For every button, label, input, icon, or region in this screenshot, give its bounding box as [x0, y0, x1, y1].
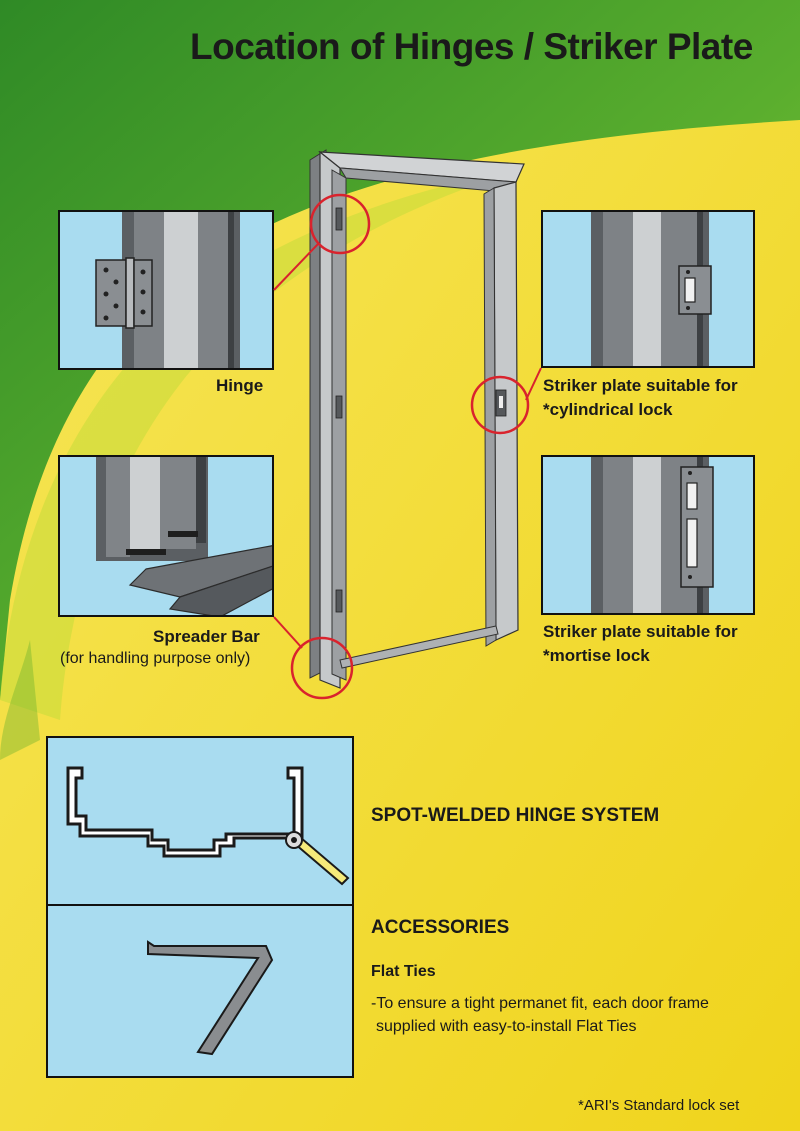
- hinge-detail-panel: [58, 210, 274, 370]
- striker-cylindrical-caption-line1: Striker plate suitable for: [543, 376, 738, 395]
- page-title: Location of Hinges / Striker Plate: [190, 26, 753, 67]
- spreader-bar-note: (for handling purpose only): [60, 650, 251, 667]
- hinge-caption: Hinge: [216, 376, 264, 395]
- footnote: *ARI's Standard lock set: [578, 1097, 740, 1114]
- hinge-callout-line: [273, 243, 319, 291]
- flat-ties-title: Flat Ties: [371, 963, 436, 980]
- flat-tie-icon: [147, 940, 274, 1056]
- hinge-highlight-circle: [309, 193, 371, 255]
- accessories-title: ACCESSORIES: [371, 917, 510, 938]
- spreader-highlight-circle: [290, 636, 354, 700]
- spreader-bar-caption: Spreader Bar: [153, 627, 260, 646]
- spreader-bar-icon: [96, 457, 272, 615]
- spreader-bar-panel: [58, 455, 274, 617]
- spot-welded-hinge-title: SPOT-WELDED HINGE SYSTEM: [371, 805, 660, 826]
- mortise-striker-icon: [591, 457, 714, 613]
- striker-mortise-panel: [541, 455, 755, 615]
- striker-callout-line: [525, 367, 542, 401]
- hinge-system-profile-panel: [46, 736, 354, 906]
- striker-mortise-caption-line2: *mortise lock: [543, 646, 650, 665]
- door-frame-illustration: [309, 149, 525, 689]
- flat-ties-description-line2: supplied with easy-to-install Flat Ties: [376, 1018, 637, 1035]
- flat-tie-panel: [46, 904, 354, 1078]
- striker-cylindrical-panel: [541, 210, 755, 368]
- hinge-icon: [95, 212, 240, 368]
- striker-mortise-caption-line1: Striker plate suitable for: [543, 622, 738, 641]
- flat-ties-description-line1: -To ensure a tight permanet fit, each do…: [371, 995, 709, 1012]
- spreader-callout-line: [273, 616, 303, 649]
- striker-cylindrical-caption-line2: *cylindrical lock: [543, 400, 673, 419]
- striker-highlight-circle: [470, 375, 530, 435]
- frame-profile-icon: [66, 766, 350, 886]
- striker-plate-icon: [591, 212, 712, 366]
